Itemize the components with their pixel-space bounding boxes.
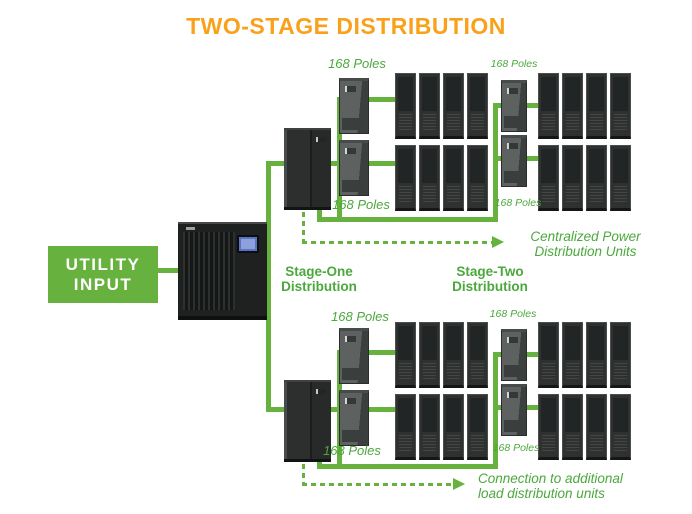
arrowhead-icon <box>453 478 465 490</box>
power-line <box>317 217 498 222</box>
poles-label: 168 Poles <box>323 443 381 458</box>
ups-display-screen <box>237 235 259 253</box>
stage-two-label-line1: Stage-Two <box>456 264 524 279</box>
dashed-route-line <box>302 203 305 243</box>
stage-one-label: Stage-One Distribution <box>259 264 379 294</box>
stage-two-pdu-cabinet <box>501 80 527 132</box>
server-rack-cabinet <box>562 73 583 139</box>
server-rack-cabinet <box>467 73 488 139</box>
server-rack-cabinet <box>538 145 559 211</box>
centralized-pdu-annotation-line1: Centralized Power <box>530 229 641 244</box>
server-rack-cabinet <box>419 73 440 139</box>
poles-label: 168 Poles <box>492 442 540 454</box>
server-rack-cabinet <box>610 73 631 139</box>
server-rack-cabinet <box>586 394 607 460</box>
server-rack-cabinet <box>467 322 488 388</box>
power-line <box>493 103 498 222</box>
server-rack-cabinet <box>467 145 488 211</box>
centralized-pdu-annotation-line2: Distribution Units <box>534 244 637 259</box>
poles-label: 168 Poles <box>490 58 538 70</box>
stage-one-pdu-cabinet <box>284 380 331 462</box>
server-rack-cabinet <box>610 322 631 388</box>
rack-group <box>538 394 631 460</box>
server-rack-cabinet <box>395 73 416 139</box>
server-rack-cabinet <box>538 73 559 139</box>
server-rack-cabinet <box>419 394 440 460</box>
ups-cabinet <box>178 222 267 320</box>
power-line <box>157 268 180 273</box>
server-rack-cabinet <box>562 322 583 388</box>
server-rack-cabinet <box>538 394 559 460</box>
stage-two-label-line2: Distribution <box>452 279 528 294</box>
distribution-pdu-cabinet <box>339 328 369 384</box>
server-rack-cabinet <box>443 322 464 388</box>
rack-group <box>538 145 631 211</box>
rack-group <box>538 73 631 139</box>
server-rack-cabinet <box>443 394 464 460</box>
server-rack-cabinet <box>395 394 416 460</box>
rack-group <box>395 322 488 388</box>
poles-label: 168 Poles <box>332 197 390 212</box>
server-rack-cabinet <box>586 322 607 388</box>
centralized-pdu-annotation: Centralized Power Distribution Units <box>508 229 663 259</box>
server-rack-cabinet <box>610 145 631 211</box>
distribution-pdu-cabinet <box>339 390 369 446</box>
server-rack-cabinet <box>419 145 440 211</box>
stage-two-pdu-cabinet <box>501 384 527 436</box>
additional-load-annotation: Connection to additional load distributi… <box>478 471 658 501</box>
server-rack-cabinet <box>419 322 440 388</box>
server-rack-cabinet <box>467 394 488 460</box>
rack-group <box>395 145 488 211</box>
page-title: TWO-STAGE DISTRIBUTION <box>186 13 506 39</box>
power-line <box>317 464 498 469</box>
stage-one-label-line1: Stage-One <box>285 264 353 279</box>
server-rack-cabinet <box>443 73 464 139</box>
distribution-pdu-cabinet <box>339 78 369 134</box>
dashed-route-line <box>302 483 454 486</box>
poles-label: 168 Poles <box>328 56 386 71</box>
utility-input-label-line1: UTILITY <box>65 254 141 274</box>
power-trunk-line <box>266 161 271 412</box>
power-line <box>266 407 288 412</box>
power-line <box>493 352 498 469</box>
stage-one-pdu-cabinet <box>284 128 331 210</box>
power-line <box>266 161 288 166</box>
server-rack-cabinet <box>586 73 607 139</box>
power-line <box>317 200 322 222</box>
server-rack-cabinet <box>586 145 607 211</box>
server-rack-cabinet <box>610 394 631 460</box>
server-rack-cabinet <box>395 322 416 388</box>
rack-group <box>395 394 488 460</box>
utility-input-label-line2: INPUT <box>73 274 133 294</box>
stage-two-pdu-cabinet <box>501 329 527 381</box>
utility-input-box: UTILITY INPUT <box>48 246 158 303</box>
server-rack-cabinet <box>395 145 416 211</box>
server-rack-cabinet <box>538 322 559 388</box>
dashed-route-line <box>302 455 305 485</box>
dashed-route-line <box>302 241 492 244</box>
server-rack-cabinet <box>562 394 583 460</box>
stage-two-label: Stage-Two Distribution <box>430 264 550 294</box>
distribution-pdu-cabinet <box>339 140 369 196</box>
poles-label: 168 Poles <box>494 197 542 209</box>
server-rack-cabinet <box>443 145 464 211</box>
poles-label: 168 Poles <box>489 308 537 320</box>
stage-one-label-line2: Distribution <box>281 279 357 294</box>
rack-group <box>395 73 488 139</box>
stage-two-pdu-cabinet <box>501 135 527 187</box>
server-rack-cabinet <box>562 145 583 211</box>
arrowhead-icon <box>492 236 504 248</box>
rack-group <box>538 322 631 388</box>
poles-label: 168 Poles <box>331 309 389 324</box>
additional-load-annotation-line1: Connection to additional <box>478 471 623 486</box>
additional-load-annotation-line2: load distribution units <box>478 486 605 501</box>
